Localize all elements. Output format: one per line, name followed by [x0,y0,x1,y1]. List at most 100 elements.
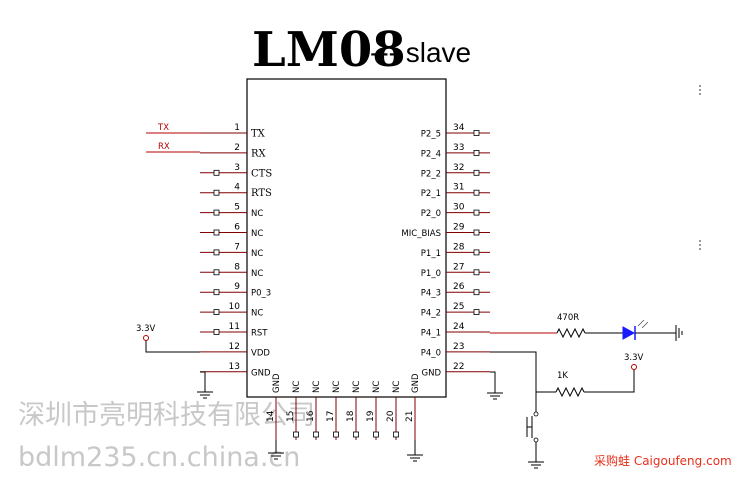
pin-name: GND [251,368,271,378]
pin-number: 12 [229,342,240,352]
pin-name: P1_0 [421,269,441,279]
ground-pin22 [487,371,503,400]
pin-number: 16 [306,410,316,422]
nc-marker [473,189,480,196]
pin-number: 4 [234,183,240,193]
nc-marker [213,269,220,276]
pin-name: P0_3 [251,289,271,299]
pin-number: 21 [405,411,415,422]
pin-name: NC [251,209,263,219]
left-pin-6: 6NC [200,223,263,239]
pin-name: NC [352,381,362,393]
ground-pin13 [197,371,213,399]
nc-marker [473,169,480,176]
pin-number: 26 [453,282,465,292]
pin-number: 20 [386,410,396,422]
left-pin-1: 1TX [200,123,266,140]
ground-pin14 [268,440,284,460]
pin-name: CTS [251,168,272,179]
left-pin-9: 9P0_3 [200,282,271,299]
pin-number: 33 [453,143,464,153]
pin-number: 34 [453,123,465,133]
pin-number: 13 [229,362,240,372]
pin-name: RX [251,148,267,159]
power-port-symbol [631,364,637,370]
pin-name: P2_0 [421,209,441,219]
pin-number: 32 [453,163,464,173]
rx-net-label: RX [158,142,170,152]
pin-number: 5 [234,203,240,213]
pin-name: NC [292,381,302,393]
nc-marker [373,431,379,438]
left-pin-group: 1TX2RX3CTS4RTS5NC6NC7NC8NC9P0_310NC11RST… [200,123,272,378]
vdd-left-label: 3.3V [136,324,156,334]
nc-marker [473,289,480,296]
pin-number: 7 [234,242,240,252]
title-part: LM08 [252,22,406,78]
pin-name: P1_1 [421,249,441,259]
nc-marker [213,209,220,216]
module-body [246,78,447,398]
pin-number: 23 [453,342,464,352]
pin-name: GND [411,373,421,393]
vdd-supply-left: 3.3V [136,324,200,353]
nc-marker [473,249,480,256]
nc-marker [293,431,299,438]
pin-number: 11 [229,322,240,332]
nc-marker [353,431,359,438]
led-circuit: 470R [490,313,683,341]
resistor-470r-label: 470R [557,313,579,323]
pin-name: NC [372,381,382,393]
nc-marker [213,249,220,256]
pin-number: 31 [453,183,464,193]
tx-net-label: TX [157,123,169,133]
pin-number: 24 [453,322,465,332]
pin-name: MIC_BIAS [401,229,441,239]
pin-name: NC [332,381,342,393]
pin-name: NC [251,249,263,259]
right-pin-group: 34P2_533P2_432P2_231P2_130P2_029MIC_BIAS… [401,123,490,378]
pin-number: 10 [229,302,241,312]
left-pin-5: 5NC [200,203,263,219]
nc-marker [213,289,220,296]
pin-name: NC [312,381,322,393]
nc-marker [313,431,319,438]
nc-marker [213,329,220,335]
nc-marker [473,309,480,316]
pin-number: 28 [453,242,465,252]
ground-pin21 [407,440,423,462]
pin-number: 8 [234,262,240,272]
pin-number: 22 [453,362,464,372]
bottom-pin-16: 16 NC [306,381,322,440]
pin-name: P2_1 [421,189,441,199]
pin-number: 14 [266,410,276,422]
nc-marker [473,130,480,136]
nc-marker [333,431,339,438]
button-circuit: 3.3V 1K [490,351,644,469]
pin-number: 18 [346,410,356,422]
footer-brand: 采购蛙 Caigoufeng.com [594,453,732,468]
left-pin-8: 8NC [200,262,263,279]
watermark-company: 深圳市亮明科技有限公司 [18,400,315,431]
resistor-470r [556,327,586,339]
pin-name: P2_4 [421,149,441,159]
pin-name: P4_0 [421,348,441,358]
pin-name: RTS [251,188,272,199]
nc-marker [473,149,480,156]
pin-name: NC [251,229,263,239]
